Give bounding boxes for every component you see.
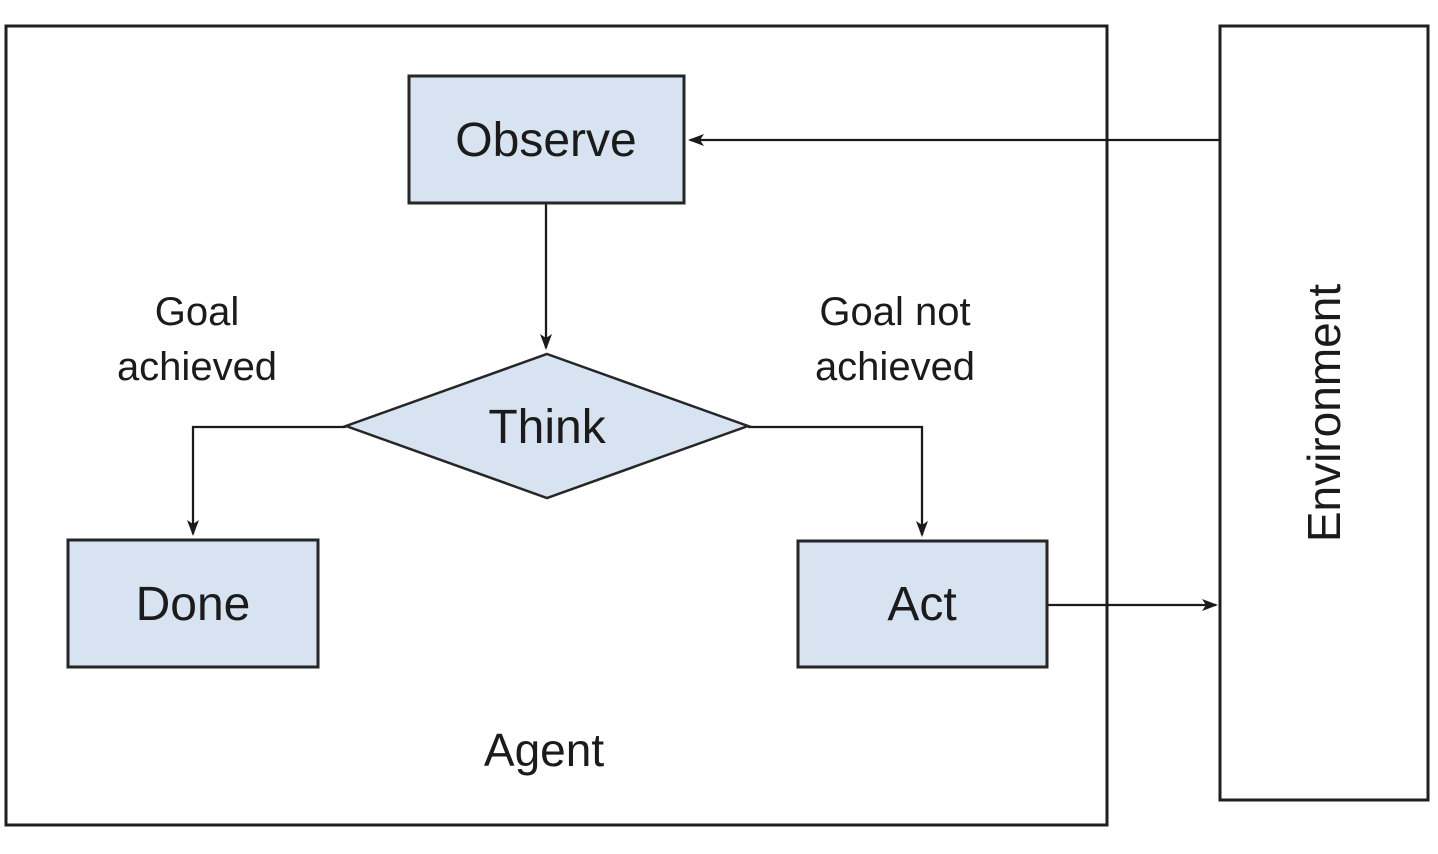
node-done: Done (66, 538, 320, 669)
node-think-label: Think (488, 401, 606, 454)
node-observe-label: Observe (455, 114, 636, 167)
edge-label-goal-achieved-line1: Goal (155, 290, 240, 334)
node-done-label: Done (136, 578, 251, 631)
agent-container-label: Agent (484, 724, 604, 776)
node-observe: Observe (407, 74, 686, 205)
node-act-label: Act (887, 578, 956, 631)
edge-label-goal-not-achieved-line2: achieved (815, 345, 975, 389)
node-act: Act (796, 539, 1049, 669)
arrow-think-to-done (187, 425, 346, 536)
arrow-think-to-act (748, 425, 928, 537)
edge-label-goal-not-achieved: Goal not achieved (815, 290, 975, 389)
edge-label-goal-achieved-line2: achieved (117, 345, 277, 389)
environment-box (1218, 24, 1430, 802)
environment-label: Environment (1298, 284, 1350, 542)
edge-label-goal-not-achieved-line1: Goal not (819, 290, 970, 334)
edge-label-goal-achieved: Goal achieved (117, 290, 277, 389)
node-think: Think (342, 352, 752, 500)
